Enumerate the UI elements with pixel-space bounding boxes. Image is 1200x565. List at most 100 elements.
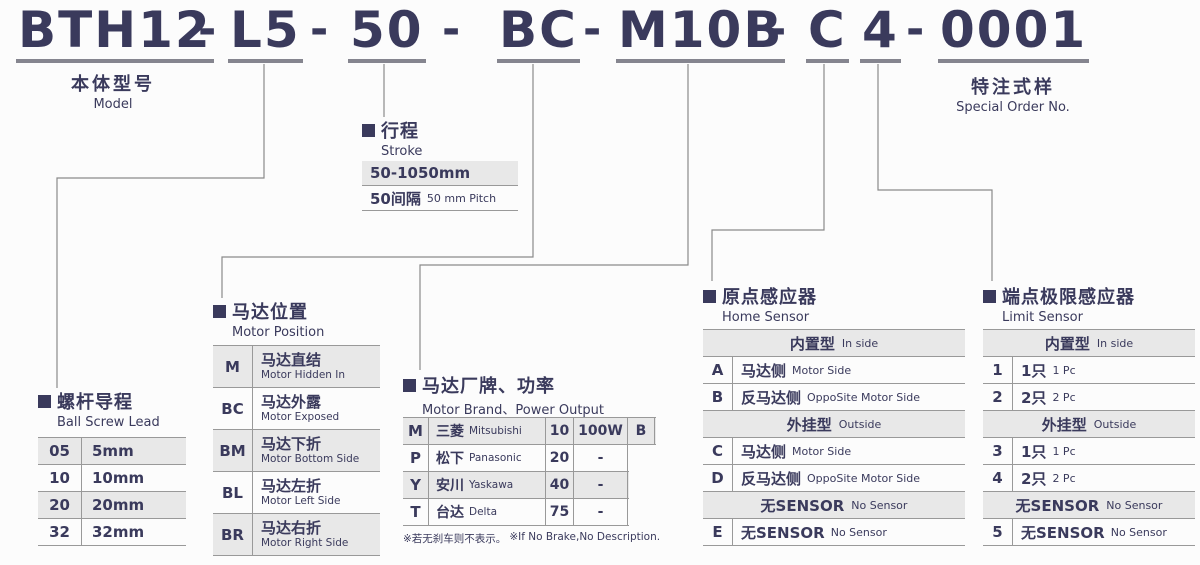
code-cell: BR — [213, 514, 253, 555]
ball-screw-header: 螺杆导程 Ball Screw Lead — [38, 388, 160, 430]
table-row: BC 马达外露 Motor Exposed — [213, 388, 380, 430]
desc-en: Motor Side — [792, 444, 852, 458]
table-row: 10 10mm — [38, 465, 186, 492]
connector-ball-screw-lead — [56, 64, 265, 388]
table-row: B 反马达侧 OppoSite Motor Side — [703, 384, 965, 411]
special-order-label-zh: 特注式样 — [971, 77, 1055, 98]
code-cell: T — [403, 499, 429, 525]
desc-zh: 1只 — [1021, 442, 1047, 461]
desc-en: No Sensor — [830, 525, 887, 539]
hyphen-icon: - — [583, 4, 602, 55]
power-code-cell: 20 — [546, 445, 574, 471]
power-code-cell: 75 — [546, 499, 574, 525]
home-sensor-header: 原点感应器 Home Sensor — [703, 283, 817, 325]
model-label-zh: 本体型号 — [71, 74, 155, 95]
table-row: P 松下 Panasonic 20 - — [403, 445, 629, 472]
table-row: BR 马达右折 Motor Right Side — [213, 514, 380, 556]
brand-cell: 三菱 Mitsubishi — [429, 418, 546, 444]
brake-cell: B — [628, 418, 655, 444]
code-cell: BM — [213, 430, 253, 471]
desc-en: Motor Bottom Side — [261, 453, 360, 466]
code-cell: M — [403, 418, 429, 444]
bullet-square-icon — [38, 394, 51, 408]
description-cell: 反马达侧 OppoSite Motor Side — [733, 465, 920, 491]
motor-position-header-en: Motor Position — [232, 325, 325, 340]
code-cell: M — [213, 346, 253, 387]
desc-en: Motor Hidden In — [261, 369, 346, 382]
section-zh: 外挂型 — [786, 415, 832, 434]
code-cell: 2 — [983, 384, 1013, 410]
code-cell: A — [703, 357, 733, 383]
connector-motor-brand — [419, 64, 689, 370]
segment-limit-sensor: 4 — [860, 2, 901, 63]
description-cell: 马达直结 Motor Hidden In — [253, 346, 345, 387]
connector-limit-sensor — [877, 64, 993, 281]
code-cell: 20 — [38, 492, 82, 518]
code-cell: C — [703, 438, 733, 464]
table-row: Y 安川 Yaskawa 40 - — [403, 472, 629, 499]
ball-screw-header-en: Ball Screw Lead — [57, 415, 160, 430]
table-row: 1 1只 1 Pc — [983, 357, 1195, 384]
desc-zh: 1只 — [1021, 361, 1047, 380]
section-en: Outside — [838, 417, 882, 431]
connector-motor-position — [221, 64, 534, 298]
home-sensor-title: 原点感应器 — [722, 287, 817, 308]
description-cell: 1只 1 Pc — [1013, 357, 1076, 383]
desc-zh: 2只 — [1021, 388, 1047, 407]
power-cell: - — [574, 472, 628, 498]
ball-screw-header-zh: 螺杆导程 — [38, 388, 160, 414]
section-en: In side — [841, 336, 879, 350]
section-row: 无SENSOR No Sensor — [703, 492, 965, 519]
table-row: 32 32mm — [38, 519, 186, 546]
stroke-header-en: Stroke — [381, 144, 423, 159]
desc-zh: 马达侧 — [741, 442, 787, 461]
code-cell: 4 — [983, 465, 1013, 491]
brand-zh: 松下 — [436, 451, 464, 467]
limit-sensor-header-en: Limit Sensor — [1002, 310, 1083, 325]
desc-zh: 反马达侧 — [741, 469, 802, 488]
brand-en: Mitsubishi — [469, 425, 522, 437]
brand-zh: 三菱 — [436, 424, 464, 440]
code-cell: 32 — [38, 519, 82, 545]
home-sensor-header-en: Home Sensor — [722, 310, 810, 325]
desc-en: 2 Pc — [1052, 390, 1076, 404]
desc-zh: 无SENSOR — [741, 523, 825, 542]
table-row: M 马达直结 Motor Hidden In — [213, 346, 380, 388]
section-zh: 无SENSOR — [1015, 496, 1100, 515]
code-cell: 05 — [38, 438, 82, 464]
code-cell: BL — [213, 472, 253, 513]
code-cell: 1 — [983, 357, 1013, 383]
code-cell: B — [703, 384, 733, 410]
motor-brand-table: M 三菱 Mitsubishi 10 100W B P 松下 Panasonic… — [403, 417, 656, 526]
hyphen-icon: - — [906, 4, 925, 55]
table-row: 3 1只 1 Pc — [983, 438, 1195, 465]
desc-en: 2 Pc — [1052, 471, 1076, 485]
code-cell: 10 — [38, 465, 82, 491]
table-row: BM 马达下折 Motor Bottom Side — [213, 430, 380, 472]
table-row: 4 2只 2 Pc — [983, 465, 1195, 492]
section-row: 外挂型 Outside — [983, 411, 1195, 438]
desc-zh: 马达侧 — [741, 361, 787, 380]
value-cell: 10mm — [92, 469, 145, 487]
description-cell: 马达左折 Motor Left Side — [253, 472, 340, 513]
section-row: 内置型 In side — [703, 330, 965, 357]
desc-zh: 无SENSOR — [1021, 523, 1105, 542]
segment-motor-brand: M10B — [616, 2, 786, 63]
stroke-header-zh: 行程 — [362, 117, 422, 143]
value-cell: 5mm — [92, 442, 134, 460]
table-row: C 马达侧 Motor Side — [703, 438, 965, 465]
home-sensor-table: 内置型 In side A 马达侧 Motor Side B 反马达侧 Oppo… — [703, 329, 965, 546]
section-en: No Sensor — [1106, 498, 1163, 512]
desc-en: OppoSite Motor Side — [807, 390, 921, 404]
brake-note: ※若无刹车则不表示。 ※If No Brake,No Description. — [403, 531, 660, 546]
code-cell: 5 — [983, 519, 1013, 545]
code-cell: D — [703, 465, 733, 491]
stroke-table: 50-1050mm 50间隔 50 mm Pitch — [362, 161, 518, 211]
motor-position-header-zh: 马达位置 — [213, 298, 324, 324]
section-row: 无SENSOR No Sensor — [983, 492, 1195, 519]
code-cell: BC — [213, 388, 253, 429]
limit-sensor-header-zh: 端点极限感应器 — [983, 283, 1135, 309]
bullet-square-icon — [983, 289, 996, 303]
ball-screw-title: 螺杆导程 — [57, 392, 133, 413]
bullet-square-icon — [362, 123, 375, 137]
